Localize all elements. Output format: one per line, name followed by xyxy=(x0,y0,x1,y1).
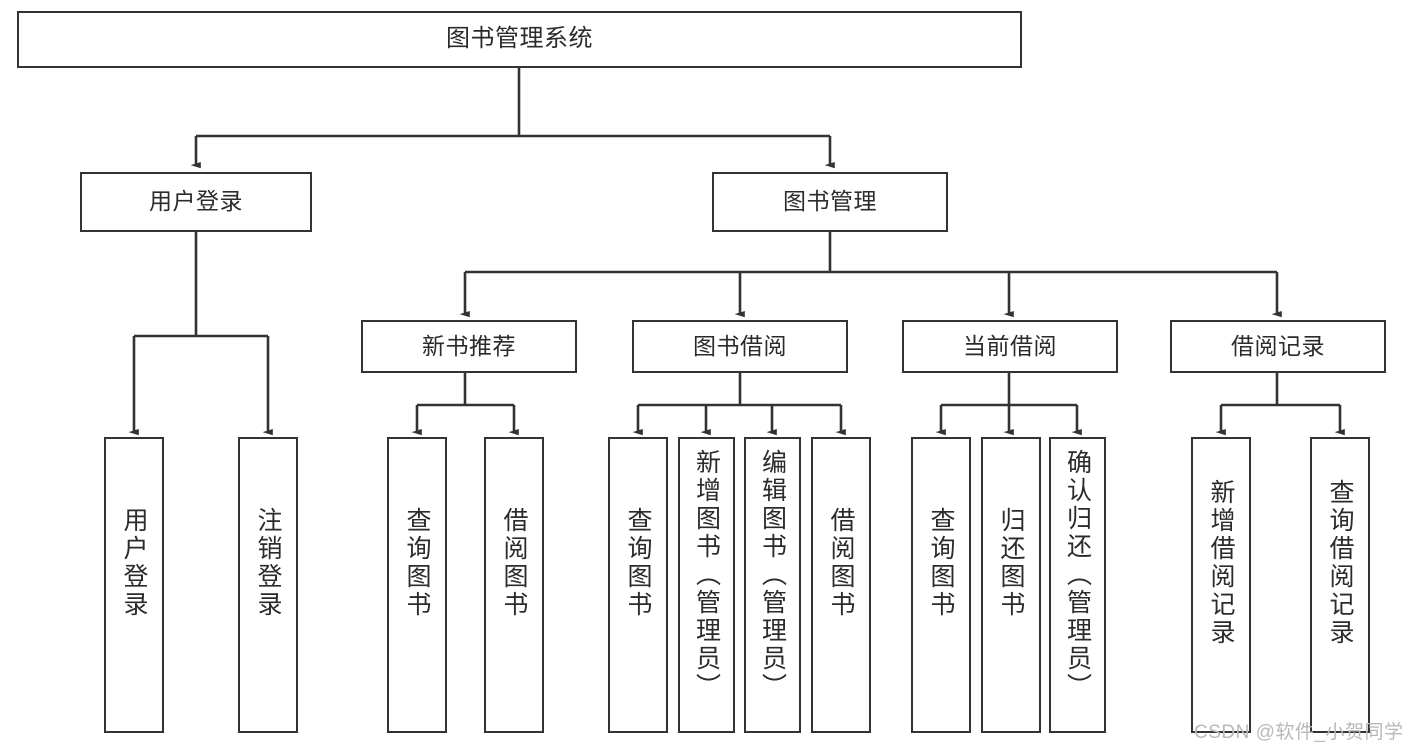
node-label: 图书管理系统 xyxy=(446,25,593,53)
node-label: 借阅图书 xyxy=(500,507,528,619)
node-label: 注销登录 xyxy=(254,507,282,619)
node-label: 新书推荐 xyxy=(422,332,516,359)
node-label: 用户登录 xyxy=(120,507,148,619)
node-label: 新增图书（管理员） xyxy=(692,449,721,701)
node-label: 查询图书 xyxy=(403,507,431,619)
node-label: 查询借阅记录 xyxy=(1326,479,1354,647)
node-new-book-recommend[interactable]: 新书推荐 xyxy=(361,320,577,373)
node-label: 新增借阅记录 xyxy=(1207,479,1235,647)
node-borrow-record[interactable]: 借阅记录 xyxy=(1170,320,1386,373)
node-leaf-borrow-book-recommend[interactable]: 借阅图书 xyxy=(484,437,544,733)
node-label: 归还图书 xyxy=(997,507,1025,619)
csdn-watermark: CSDN @软件_小贺同学 xyxy=(1194,722,1404,743)
node-leaf-query-book-current[interactable]: 查询图书 xyxy=(911,437,971,733)
node-label: 编辑图书（管理员） xyxy=(758,449,787,701)
node-book-borrow[interactable]: 图书借阅 xyxy=(632,320,848,373)
node-root-book-management-system[interactable]: 图书管理系统 xyxy=(17,11,1022,68)
node-leaf-add-borrow-record[interactable]: 新增借阅记录 xyxy=(1191,437,1251,733)
node-leaf-user-login[interactable]: 用户登录 xyxy=(104,437,164,733)
node-label: 查询图书 xyxy=(624,507,652,619)
node-book-management[interactable]: 图书管理 xyxy=(712,172,948,232)
node-label: 查询图书 xyxy=(927,507,955,619)
node-label: 确认归还（管理员） xyxy=(1063,449,1092,701)
node-label: 借阅记录 xyxy=(1231,332,1325,359)
node-leaf-query-book-borrow[interactable]: 查询图书 xyxy=(608,437,668,733)
node-leaf-borrow-book[interactable]: 借阅图书 xyxy=(811,437,871,733)
node-leaf-query-book-recommend[interactable]: 查询图书 xyxy=(387,437,447,733)
node-user-login[interactable]: 用户登录 xyxy=(80,172,312,232)
node-leaf-add-book-admin[interactable]: 新增图书（管理员） xyxy=(678,437,735,733)
node-leaf-logout-login[interactable]: 注销登录 xyxy=(238,437,298,733)
node-leaf-edit-book-admin[interactable]: 编辑图书（管理员） xyxy=(744,437,801,733)
node-label: 图书借阅 xyxy=(693,332,787,359)
node-leaf-return-book[interactable]: 归还图书 xyxy=(981,437,1041,733)
node-label: 借阅图书 xyxy=(827,507,855,619)
node-leaf-confirm-return-admin[interactable]: 确认归还（管理员） xyxy=(1049,437,1106,733)
node-label: 用户登录 xyxy=(149,188,243,215)
node-current-borrow[interactable]: 当前借阅 xyxy=(902,320,1118,373)
node-label: 当前借阅 xyxy=(963,332,1057,359)
node-leaf-query-borrow-record[interactable]: 查询借阅记录 xyxy=(1310,437,1370,733)
node-label: 图书管理 xyxy=(783,188,877,215)
